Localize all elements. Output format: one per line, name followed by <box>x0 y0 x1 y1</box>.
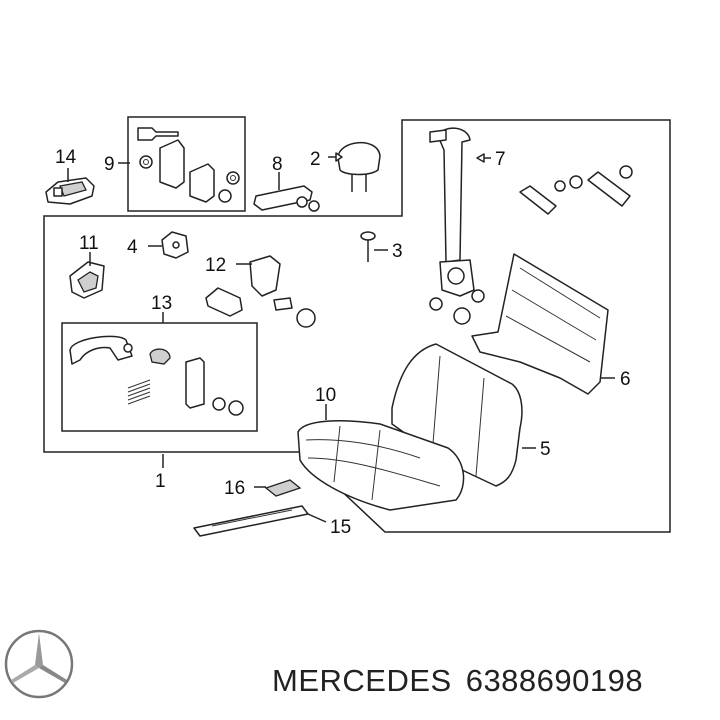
part-7-seat-belt <box>429 127 485 325</box>
callout-4: 4 <box>127 237 138 258</box>
callout-11: 11 <box>79 233 99 254</box>
part-11-cover <box>69 261 105 299</box>
callout-3: 3 <box>392 241 403 262</box>
part-number: 6388690198 <box>465 663 644 698</box>
part-13-handle-set <box>69 335 244 416</box>
part-6-backrest-frame <box>471 253 609 395</box>
group-9-box <box>127 116 246 212</box>
callout-13: 13 <box>151 293 172 314</box>
part-14-bracket <box>45 177 95 205</box>
callout-10: 10 <box>315 385 336 406</box>
footer-caption: MERCEDES 6388690198 <box>272 663 657 699</box>
mercedes-star-logo-icon <box>4 629 74 699</box>
callout-7: 7 <box>495 149 506 170</box>
callout-8: 8 <box>272 154 283 175</box>
group-13-box <box>61 322 258 432</box>
callout-12: 12 <box>205 255 226 276</box>
part-4-clip <box>161 231 189 259</box>
part-10-seat-cushion <box>297 420 465 511</box>
callout-16: 16 <box>224 478 245 499</box>
part-15-rail <box>193 505 309 537</box>
callout-9: 9 <box>104 154 115 175</box>
part-8-armrest <box>253 185 320 212</box>
callout-6: 6 <box>620 369 631 390</box>
part-9-hardware <box>137 127 240 203</box>
callout-2: 2 <box>310 149 321 170</box>
brand-name: MERCEDES <box>272 663 452 698</box>
part-3-bolt <box>360 231 376 262</box>
callout-5: 5 <box>540 439 551 460</box>
callout-15: 15 <box>330 517 351 538</box>
callout-14: 14 <box>55 147 77 168</box>
part-2-headrest <box>337 141 381 192</box>
buckle-hardware <box>519 165 633 215</box>
callout-1: 1 <box>155 471 166 492</box>
part-16-clip <box>264 479 302 497</box>
part-12-bracket <box>205 255 316 328</box>
